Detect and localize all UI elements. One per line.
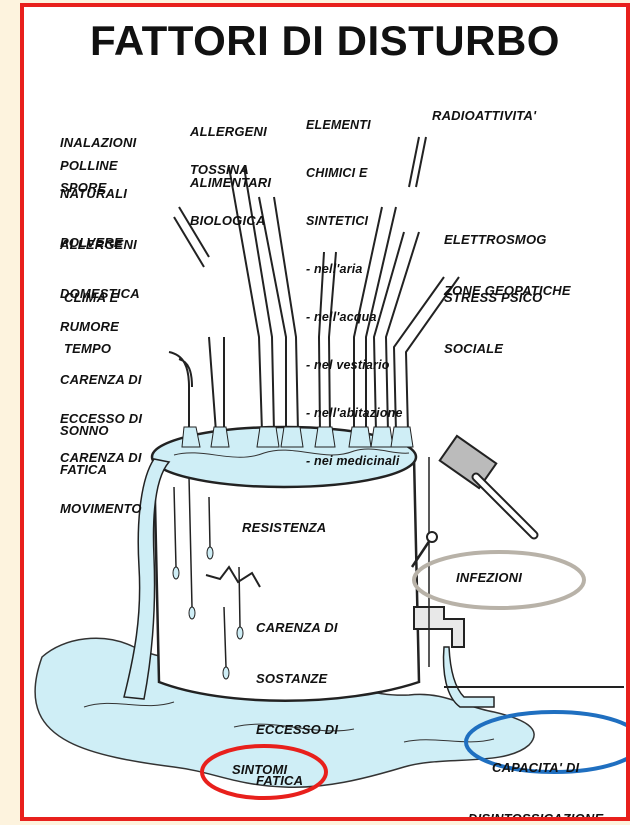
barrel-tap (414, 607, 464, 647)
label-capacita: CAPACITA' DI DISINTOSSICAZIONE (468, 725, 603, 821)
label-line: BIOLOGICA (190, 212, 265, 229)
label-line: POLVERE (60, 234, 140, 251)
label-line: SOSTANZE (256, 670, 338, 687)
label-stress: STRESS PSICO SOCIALE (444, 255, 542, 391)
label-line: SINTETICI (306, 213, 403, 229)
label-line: ECCESSO DI (256, 721, 338, 738)
poster-frame: FATTORI DI DISTURBO INALAZIONI NATURALI … (20, 3, 630, 821)
label-line: MOVIMENTO (60, 500, 142, 517)
label-carenza-sostanze: CARENZA DI SOSTANZE ECCESSO DI FATICA (256, 585, 338, 821)
label-line: CARENZA DI (256, 619, 338, 636)
label-tossina: TOSSINA BIOLOGICA (190, 127, 265, 263)
label-infezioni: INFEZIONI (456, 569, 522, 586)
label-resistenza: RESISTENZA (242, 519, 326, 536)
label-sintomi: SINTOMI (232, 761, 287, 778)
label-line: - nell'acqua (306, 309, 403, 325)
label-line: - nell'aria (306, 261, 403, 277)
label-line: ELETTROSMOG (444, 231, 571, 248)
label-radioattivita: RADIOATTIVITA' (432, 107, 536, 124)
label-rumore: RUMORE (60, 318, 119, 335)
label-line: - nell'abitazione (306, 405, 403, 421)
label-line: SOCIALE (444, 340, 542, 357)
label-line: TOSSINA (190, 161, 265, 178)
label-line: CLIMA E (64, 289, 118, 306)
page-title: FATTORI DI DISTURBO (24, 17, 626, 65)
label-elementi-chimici: ELEMENTI CHIMICI E SINTETICI - nell'aria… (306, 85, 403, 501)
label-line: CHIMICI E (306, 165, 403, 181)
label-line: - nei medicinali (306, 453, 403, 469)
label-line: DISINTOSSICAZIONE (468, 810, 603, 821)
label-line: - nel vestiario (306, 357, 403, 373)
label-line: CAPACITA' DI (468, 759, 603, 776)
label-line: STRESS PSICO (444, 289, 542, 306)
label-line: ELEMENTI (306, 117, 403, 133)
label-polline: POLLINE (60, 157, 118, 174)
label-line: CARENZA DI (60, 449, 142, 466)
hammer-icon (440, 436, 534, 535)
label-line: INALAZIONI (60, 134, 137, 151)
label-carenza-movimento: CARENZA DI MOVIMENTO (60, 415, 142, 551)
label-spore: SPORE (60, 179, 107, 196)
